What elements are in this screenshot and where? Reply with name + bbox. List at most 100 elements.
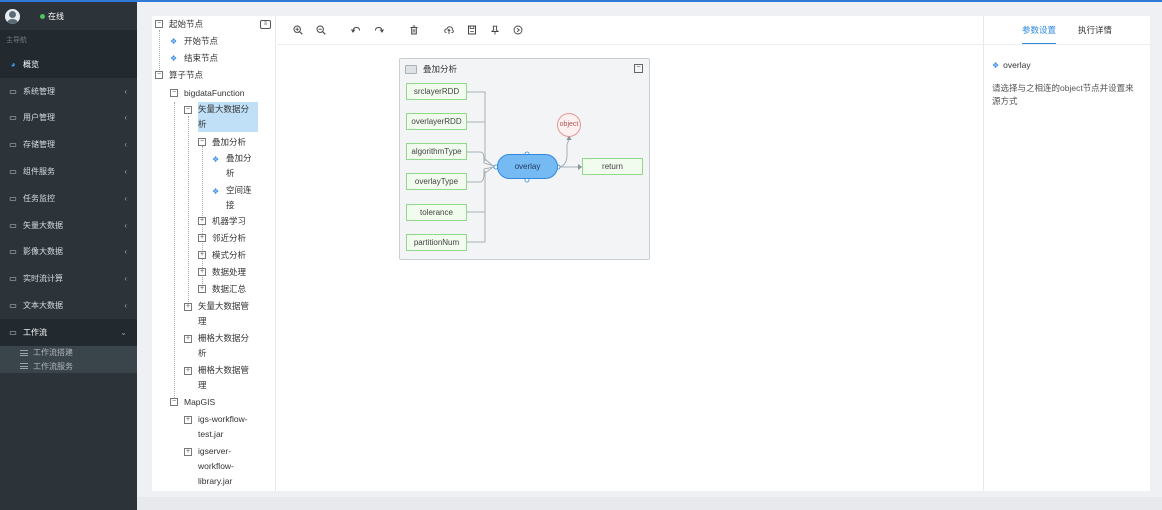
tree-node-label: 开始节点 xyxy=(184,36,219,46)
run-icon[interactable] xyxy=(511,23,525,37)
expand-icon[interactable]: + xyxy=(198,268,206,276)
tree-guide-line xyxy=(188,116,189,306)
tree-node-spatial-join[interactable]: ❖ 空间连 接 xyxy=(212,183,252,213)
sidebar-item-workflow[interactable]: ▭ 工作流 ⌄ xyxy=(0,318,137,346)
undo-icon[interactable] xyxy=(349,23,363,37)
expand-icon[interactable]: + xyxy=(184,335,192,343)
tree-node-operator-group[interactable]: − 算子节点 xyxy=(155,67,203,84)
sidebar-item-vector[interactable]: ▭ 矢量大数据 ‹ xyxy=(0,212,137,239)
workflow-canvas[interactable]: 叠加分析 − xyxy=(277,45,983,491)
sidebar-subitem-workflow-build[interactable]: 工作流搭建 xyxy=(0,345,137,360)
chevron-left-icon: ‹ xyxy=(124,301,127,311)
param-node-tolerance[interactable]: tolerance xyxy=(406,204,467,221)
sidebar-item-system[interactable]: ▭ 系统管理 ‹ xyxy=(0,78,137,105)
sidebar-item-imagery[interactable]: ▭ 影像大数据 ‹ xyxy=(0,239,137,266)
sidebar-item-label: 实时流计算 xyxy=(23,274,63,284)
selected-node-title: ❖ overlay xyxy=(992,60,1150,70)
sidebar-item-storage[interactable]: ▭ 存储管理 ‹ xyxy=(0,131,137,158)
expand-icon[interactable]: + xyxy=(198,285,206,293)
zoom-out-icon[interactable] xyxy=(314,23,328,37)
online-status: 在线 xyxy=(40,11,64,22)
zoom-in-icon[interactable] xyxy=(291,23,305,37)
tab-execution-details[interactable]: 执行详情 xyxy=(1078,25,1113,35)
expand-icon[interactable]: + xyxy=(198,217,206,225)
tree-node-ml[interactable]: + 机器学习 xyxy=(198,213,246,230)
param-node-overlaytype[interactable]: overlayType xyxy=(406,173,467,190)
tree-node-label: igserver- workflow- library.jar xyxy=(198,444,234,489)
tree-node-label: 数据处理 xyxy=(212,267,247,277)
sidebar-item-text[interactable]: ▭ 文本大数据 ‹ xyxy=(0,292,137,319)
collapse-icon[interactable]: − xyxy=(184,106,192,114)
user-area: 在线 xyxy=(0,2,137,30)
sidebar-subitem-workflow-service[interactable]: 工作流服务 xyxy=(0,359,137,373)
monitor-icon: ▭ xyxy=(9,327,17,337)
monitor-icon: ▭ xyxy=(9,193,17,203)
expand-icon[interactable]: + xyxy=(184,303,192,311)
tree-node-igserver-jar[interactable]: + igserver- workflow- library.jar xyxy=(184,444,234,489)
expand-icon[interactable]: + xyxy=(184,416,192,424)
operator-node-overlay[interactable]: overlay xyxy=(497,154,558,179)
tree-node-bigdata-function[interactable]: − bigdataFunction xyxy=(170,85,245,102)
expand-icon[interactable]: + xyxy=(184,367,192,375)
chevron-left-icon: ‹ xyxy=(124,140,127,150)
tree-node-start[interactable]: ❖ 开始节点 xyxy=(170,33,218,50)
tree-node-data-summary[interactable]: + 数据汇总 xyxy=(198,281,246,298)
chevron-left-icon: ‹ xyxy=(124,220,127,230)
sidebar-item-label: 矢量大数据 xyxy=(23,220,63,230)
param-node-algorithmtype[interactable]: algorithmType xyxy=(406,143,467,160)
sidebar-item-label: 组件服务 xyxy=(23,167,55,177)
avatar[interactable] xyxy=(5,8,20,24)
tab-parameters[interactable]: 参数设置 xyxy=(1021,16,1056,44)
tree-node-vector-mgmt[interactable]: + 矢量大数据管 理 xyxy=(184,299,249,329)
param-node-overlayerrdd[interactable]: overlayerRDD xyxy=(406,113,467,130)
tree-node-vector-analysis[interactable]: − 矢量大数据分 析 xyxy=(184,102,258,132)
dashboard-icon: ◕ xyxy=(10,59,16,69)
tree-guide-line xyxy=(174,102,175,398)
pin-icon[interactable] xyxy=(488,23,502,37)
collapse-icon[interactable]: − xyxy=(155,20,163,28)
tree-node-raster-analysis[interactable]: + 栅格大数据分 析 xyxy=(184,331,249,361)
tree-node-pattern[interactable]: + 模式分析 xyxy=(198,247,246,264)
collapse-group-icon[interactable]: − xyxy=(634,64,643,73)
expand-icon[interactable]: + xyxy=(198,251,206,259)
upload-icon[interactable] xyxy=(442,23,456,37)
tree-node-raster-mgmt[interactable]: + 栅格大数据管 理 xyxy=(184,363,249,393)
tree-node-start-group[interactable]: − 起始节点 xyxy=(155,16,203,33)
tree-node-overlay-analysis[interactable]: − 叠加分析 xyxy=(198,134,246,151)
sidebar-item-components[interactable]: ▭ 组件服务 ‹ xyxy=(0,158,137,185)
expand-icon[interactable]: + xyxy=(184,448,192,456)
expand-icon[interactable]: + xyxy=(198,234,206,242)
sidebar-item-tasks[interactable]: ▭ 任务监控 ‹ xyxy=(0,185,137,212)
collapse-icon[interactable]: − xyxy=(170,398,178,406)
sidebar-item-label: 概览 xyxy=(23,59,39,69)
collapse-icon[interactable]: − xyxy=(198,138,206,146)
sidebar-item-overview[interactable]: ◕ 概览 xyxy=(0,51,137,78)
collapse-tree-icon[interactable]: ≡ xyxy=(260,20,271,29)
collapse-icon[interactable]: − xyxy=(170,89,178,97)
tree-node-end[interactable]: ❖ 结束节点 xyxy=(170,50,218,67)
sidebar-item-label: 系统管理 xyxy=(23,86,55,96)
output-node-return[interactable]: return xyxy=(582,158,643,175)
sidebar-item-label: 文本大数据 xyxy=(23,301,63,311)
tree-node-mapgis[interactable]: − MapGIS xyxy=(170,394,215,411)
tree-node-overlay-leaf[interactable]: ❖ 叠加分 析 xyxy=(212,151,252,181)
object-node[interactable]: object xyxy=(557,113,581,137)
tree-node-label-line: 理 xyxy=(198,316,207,326)
collapse-icon[interactable]: − xyxy=(155,71,163,79)
tree-node-label-line: 空间连 xyxy=(226,185,252,195)
chevron-left-icon: ‹ xyxy=(124,247,127,257)
selected-node-name: overlay xyxy=(1003,60,1031,70)
sidebar-item-users[interactable]: ▭ 用户管理 ‹ xyxy=(0,105,137,132)
param-node-partitionnum[interactable]: partitionNum xyxy=(406,234,467,251)
tree-node-neighbor[interactable]: + 邻近分析 xyxy=(198,230,246,247)
sidebar-item-stream[interactable]: ▭ 实时流计算 ‹ xyxy=(0,265,137,292)
tree-node-label: 叠加分析 xyxy=(212,137,247,147)
tree-node-data-process[interactable]: + 数据处理 xyxy=(198,264,246,281)
redo-icon[interactable] xyxy=(372,23,386,37)
delete-icon[interactable] xyxy=(407,23,421,37)
save-icon[interactable] xyxy=(465,23,479,37)
node-group-overlay[interactable]: 叠加分析 − xyxy=(399,58,650,260)
param-node-srclayerrdd[interactable]: srclayerRDD xyxy=(406,83,467,100)
tree-node-label-line: 析 xyxy=(198,119,207,129)
tree-node-igs-jar[interactable]: + igs-workflow- test.jar xyxy=(184,412,248,442)
